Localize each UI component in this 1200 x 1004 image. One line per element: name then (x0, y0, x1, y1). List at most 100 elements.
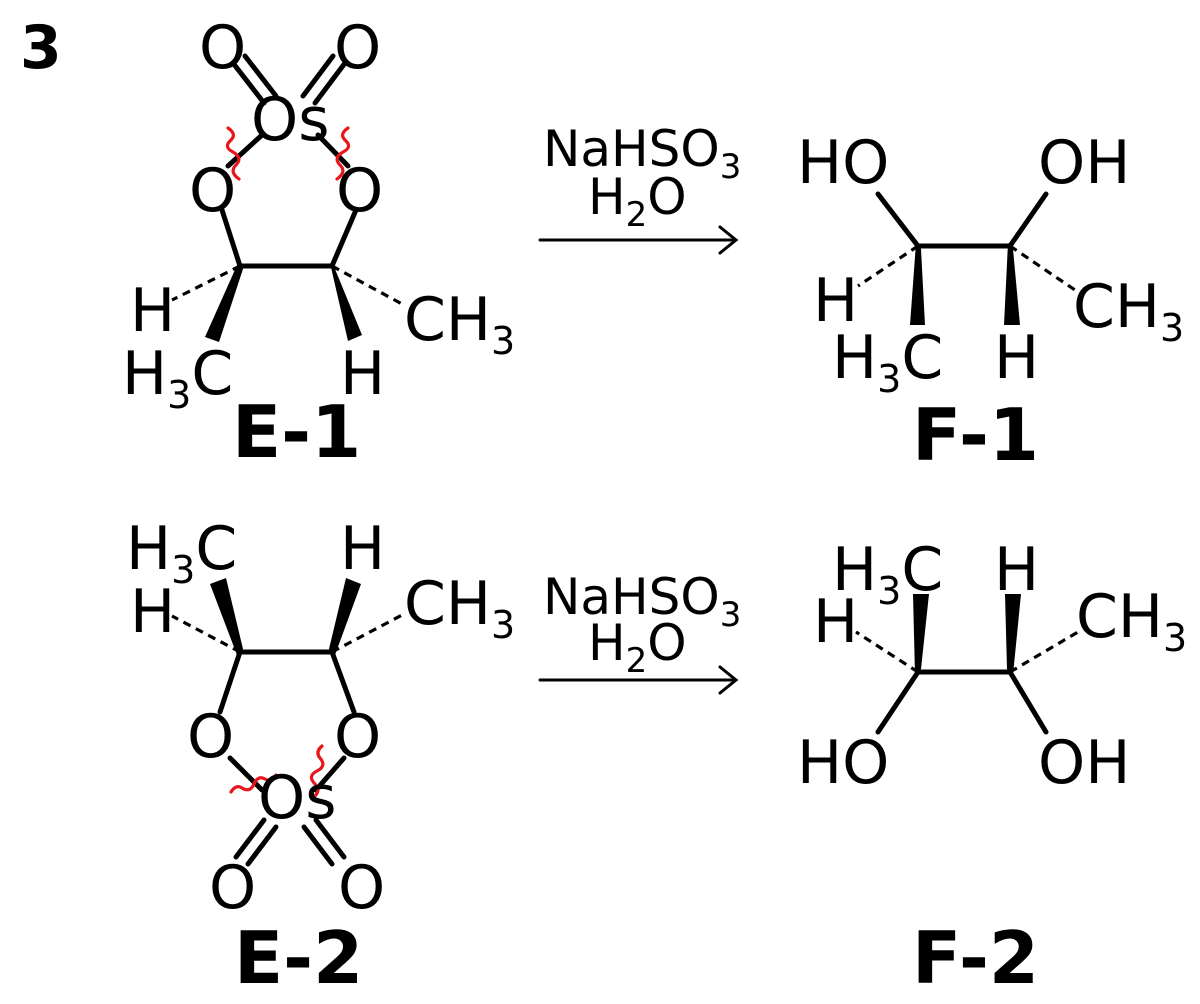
compound-label-f2: F-2 (912, 916, 1039, 1000)
wedge-bond (210, 578, 243, 655)
atom-oxygen: O (334, 702, 381, 772)
subscript-three: 3 (720, 595, 742, 635)
arrow-head (718, 225, 739, 255)
subscript-two: 2 (626, 195, 648, 235)
hash-bond (855, 630, 919, 674)
atom-osmium: Os (251, 85, 330, 155)
reagent-water-o: O (647, 168, 686, 226)
reagent-water-h: H (588, 168, 626, 226)
methyl-group-c: C (901, 323, 943, 393)
cleavage-mark (225, 126, 241, 181)
atom-hydrogen: H (130, 276, 175, 346)
wedge-bond (910, 243, 925, 325)
subscript-three: 3 (491, 319, 515, 363)
methyl-group: CH3 (404, 285, 515, 363)
subscript-three: 3 (1163, 616, 1187, 660)
wedge-bond (205, 263, 243, 342)
methyl-group-h: H (122, 339, 167, 409)
bond (217, 649, 243, 715)
hash-bond (857, 244, 919, 288)
atom-hydrogen: H (340, 339, 385, 409)
bond (875, 191, 921, 249)
methyl-group-text: CH (1076, 582, 1163, 652)
methyl-group-h: H (126, 514, 171, 584)
atom-hydrogen: H (994, 323, 1039, 393)
methyl-group-text: CH (1073, 272, 1160, 342)
compound-f2: H3C H H CH3 HO OH F-2 (797, 535, 1187, 1000)
bond (301, 824, 335, 867)
panel-number: 3 (20, 13, 62, 83)
reagent-water-o: O (647, 614, 686, 672)
atom-oxygen: O (187, 702, 234, 772)
hydroxyl-group: HO (797, 728, 889, 798)
atom-oxygen: O (189, 156, 236, 226)
bond (219, 207, 243, 269)
bond (230, 60, 267, 106)
cleavage-mark (335, 126, 351, 181)
atom-hydrogen: H (340, 514, 385, 584)
reagent-sodium-bisulfite: NaHSO3 (543, 568, 741, 635)
compound-label-e1: E-1 (232, 390, 361, 474)
bond (315, 132, 351, 169)
subscript-three: 3 (167, 373, 191, 417)
atom-oxygen: O (336, 156, 383, 226)
bond (329, 649, 357, 715)
subscript-three: 3 (171, 548, 195, 592)
bond (875, 669, 921, 735)
wedge-bond (1005, 594, 1021, 675)
atom-hydrogen: H (813, 266, 858, 336)
atom-hydrogen: H (813, 587, 858, 657)
methyl-group-h: H (832, 323, 877, 393)
arrow-head (718, 665, 739, 695)
hydroxyl-group: HO (797, 128, 889, 198)
reagent-sodium-bisulfite: NaHSO3 (543, 120, 741, 187)
subscript-three: 3 (491, 603, 515, 647)
atom-osmium: Os (258, 763, 337, 833)
cleavage-mark (229, 773, 278, 794)
hash-bond (1009, 244, 1076, 292)
wedge-bond (913, 594, 929, 675)
reagent-sodium-bisulfite-text: NaHSO (543, 568, 720, 626)
atom-oxygen: O (209, 853, 256, 923)
atom-oxygen: O (338, 853, 385, 923)
subscript-three: 3 (720, 147, 742, 187)
atom-oxygen: O (334, 13, 381, 83)
bond (329, 207, 359, 269)
atom-hydrogen: H (130, 577, 175, 647)
compound-e1: O O Os O O H CH3 H3C H E-1 (122, 13, 515, 474)
compound-f1: HO OH H CH3 H3C H F-1 (797, 128, 1184, 477)
reagent-water: H2O (588, 168, 687, 235)
methyl-group-text: CH (404, 285, 491, 355)
wedge-bond (329, 578, 361, 655)
cleavage-mark (309, 744, 325, 800)
methyl-group-text: CH (404, 569, 491, 639)
methyl-group-c: C (195, 514, 237, 584)
bond (313, 817, 347, 860)
subscript-two: 2 (626, 641, 648, 681)
methyl-group: H3C (122, 339, 233, 417)
atom-oxygen: O (199, 13, 246, 83)
hash-bond (1009, 630, 1079, 674)
methyl-group-c: C (901, 535, 943, 605)
compound-e2: H3C H H CH3 O O Os O O E-2 (126, 514, 515, 1000)
reagent-water: H2O (588, 614, 687, 681)
methyl-group: H3C (832, 323, 943, 401)
methyl-group-h: H (832, 535, 877, 605)
reagent-sodium-bisulfite-text: NaHSO (543, 120, 720, 178)
bond (312, 60, 348, 106)
atom-hydrogen: H (994, 535, 1039, 605)
methyl-group-c: C (191, 339, 233, 409)
wedge-bond (1004, 243, 1020, 325)
methyl-group: H3C (832, 535, 943, 613)
reaction-arrow-2: NaHSO3 H2O (538, 568, 741, 695)
compound-label-e2: E-2 (234, 916, 363, 1000)
methyl-group: CH3 (404, 569, 515, 647)
methyl-group: CH3 (1076, 582, 1187, 660)
compound-label-f1: F-1 (912, 393, 1039, 477)
methyl-group: CH3 (1073, 272, 1184, 350)
bond (300, 53, 336, 99)
subscript-three: 3 (877, 357, 901, 401)
bond (227, 755, 265, 793)
hash-bond (171, 264, 241, 302)
